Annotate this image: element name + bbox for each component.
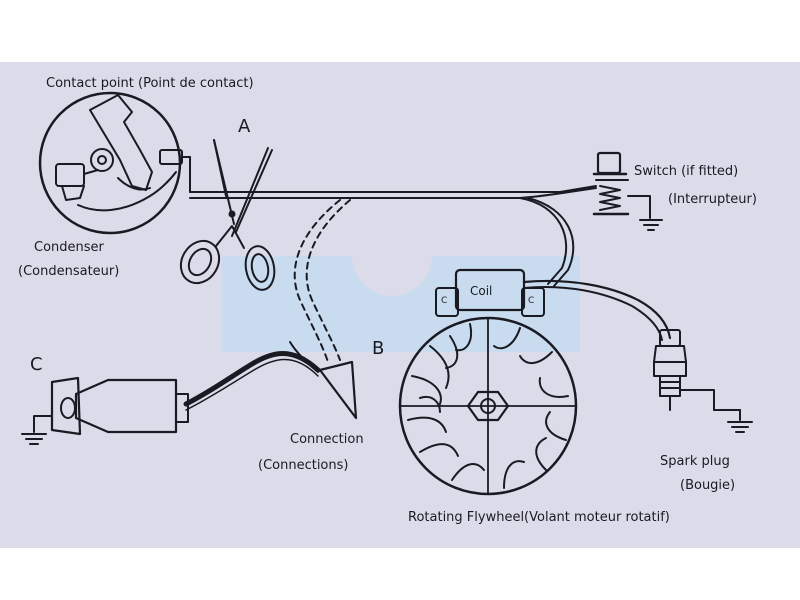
connection-cone bbox=[289, 341, 358, 420]
condenser-label: Condenser bbox=[34, 240, 104, 255]
spark-plug-label: Spark plug bbox=[660, 454, 730, 469]
marker-a: A bbox=[238, 116, 251, 137]
scissors-icon bbox=[179, 139, 276, 291]
coil bbox=[435, 268, 672, 341]
cable bbox=[183, 351, 321, 407]
flywheel-label: Rotating Flywheel(Volant moteur rotatif) bbox=[408, 510, 670, 525]
spark-plug-french-label: (Bougie) bbox=[680, 478, 736, 493]
dashed-lead bbox=[293, 199, 341, 363]
switch-label: Switch (if fitted) bbox=[634, 164, 739, 179]
contact-point-assembly bbox=[38, 91, 191, 235]
component-c bbox=[21, 376, 189, 445]
condenser-french-label: (Condensateur) bbox=[18, 264, 120, 279]
coil-terminal-left-label: C bbox=[441, 296, 448, 306]
switch bbox=[592, 151, 663, 231]
connection-label: Connection bbox=[290, 432, 364, 447]
spark-plug bbox=[653, 329, 753, 433]
switch-french-label: (Interrupteur) bbox=[668, 192, 757, 207]
marker-c: C bbox=[30, 354, 43, 375]
connection-french-label: (Connections) bbox=[258, 458, 349, 473]
coil-terminal-right-label: C bbox=[528, 296, 535, 306]
marker-b: B bbox=[372, 338, 385, 359]
rotating-flywheel bbox=[398, 316, 578, 496]
contact-point-label: Contact point (Point de contact) bbox=[46, 76, 254, 91]
coil-label: Coil bbox=[470, 284, 493, 298]
